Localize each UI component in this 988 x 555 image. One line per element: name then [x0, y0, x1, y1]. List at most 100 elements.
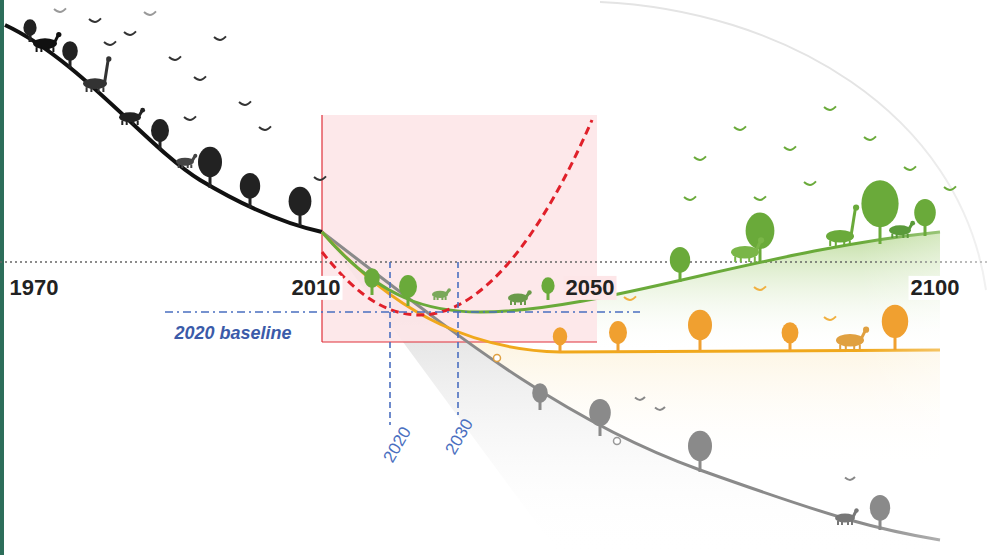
- animal-leg: [86, 87, 88, 92]
- animal-leg: [445, 297, 447, 300]
- animal-leg: [849, 240, 851, 246]
- tree-crown: [23, 19, 36, 36]
- animal-head: [853, 204, 859, 210]
- animal-head: [140, 108, 145, 113]
- bird: [169, 56, 181, 60]
- tree-crown: [151, 119, 169, 142]
- animal-leg: [853, 344, 855, 350]
- animal-leg: [510, 301, 512, 305]
- recovery-curve: [322, 120, 592, 315]
- bird: [194, 76, 206, 80]
- animal-neck: [105, 60, 109, 83]
- tree-crown: [553, 327, 567, 345]
- tree-crown: [532, 383, 548, 403]
- animal-leg: [137, 121, 139, 125]
- tree-crown: [609, 321, 627, 344]
- bird: [239, 101, 251, 105]
- bird: [824, 106, 836, 110]
- animal-leg: [190, 164, 192, 168]
- focus-edge: [321, 115, 322, 342]
- animal-leg: [48, 47, 50, 52]
- animal-leg: [187, 164, 189, 168]
- grey-curve: [322, 232, 940, 540]
- animal-leg: [520, 301, 522, 305]
- animal-leg: [841, 521, 843, 525]
- tree-crown: [240, 173, 260, 199]
- marker-dot: [614, 438, 621, 445]
- bird: [635, 397, 645, 400]
- past-curve: [5, 25, 322, 232]
- bird: [824, 316, 836, 320]
- bird: [944, 186, 956, 190]
- bird: [54, 8, 66, 12]
- bird: [684, 196, 696, 200]
- animal-leg: [121, 121, 123, 125]
- tree-crown: [541, 277, 554, 294]
- animal-head: [527, 290, 531, 294]
- bird: [754, 196, 766, 200]
- year-guide: [389, 262, 391, 425]
- animal-leg: [843, 240, 845, 246]
- tree-crown: [62, 41, 78, 61]
- animal-leg: [851, 521, 853, 525]
- animal-leg: [441, 297, 443, 300]
- animal-leg: [839, 344, 841, 350]
- bird: [184, 116, 196, 120]
- year-guide: [457, 262, 459, 415]
- animal-leg: [845, 344, 847, 350]
- bird: [655, 407, 665, 410]
- tree-crown: [914, 199, 936, 226]
- edge-strip: [0, 0, 4, 555]
- animal-leg: [902, 234, 904, 238]
- animal-head: [910, 221, 915, 226]
- bird: [784, 146, 796, 150]
- focus-box: [322, 115, 597, 342]
- guide-year-label: 2020: [379, 422, 416, 468]
- animal-leg: [178, 164, 180, 168]
- animal-leg: [835, 240, 837, 246]
- bird: [804, 181, 816, 185]
- fade: [860, 0, 988, 555]
- animal-leg: [126, 121, 128, 125]
- baseline-label: 2020 baseline: [172, 324, 293, 344]
- animal-leg: [524, 301, 526, 305]
- bird: [144, 11, 156, 15]
- tree-crown: [688, 310, 712, 340]
- grey-band: [322, 232, 940, 555]
- axis-line: [0, 261, 988, 263]
- tree-crown: [882, 305, 908, 338]
- animal-head: [863, 327, 869, 333]
- tree-crown: [670, 247, 690, 273]
- tree-crown: [861, 180, 898, 227]
- tree-crown: [289, 187, 312, 216]
- bird: [314, 176, 326, 180]
- tree-crown: [589, 399, 611, 426]
- animal-head: [193, 154, 197, 158]
- bird: [89, 18, 101, 22]
- bird: [694, 156, 706, 160]
- animal-leg: [90, 87, 92, 92]
- year-label: 2050: [564, 276, 617, 300]
- animal-leg: [829, 240, 831, 246]
- animal-head: [56, 32, 61, 37]
- tree-crown: [364, 268, 380, 288]
- bird: [864, 136, 876, 140]
- animal-leg: [132, 121, 134, 125]
- animal-leg: [98, 87, 100, 92]
- bird: [259, 126, 271, 130]
- animal-leg: [847, 521, 849, 525]
- animal-leg: [433, 297, 435, 300]
- animal-head: [758, 237, 764, 243]
- animal-leg: [40, 47, 42, 52]
- animal-leg: [740, 256, 742, 262]
- animal-leg: [36, 47, 38, 52]
- tree-crown: [782, 322, 799, 343]
- bird: [734, 126, 746, 130]
- tree-crown: [688, 431, 712, 461]
- silhouettes: [23, 8, 956, 530]
- year-label: 2010: [290, 276, 343, 300]
- green-curve: [322, 232, 940, 312]
- bird: [214, 36, 226, 40]
